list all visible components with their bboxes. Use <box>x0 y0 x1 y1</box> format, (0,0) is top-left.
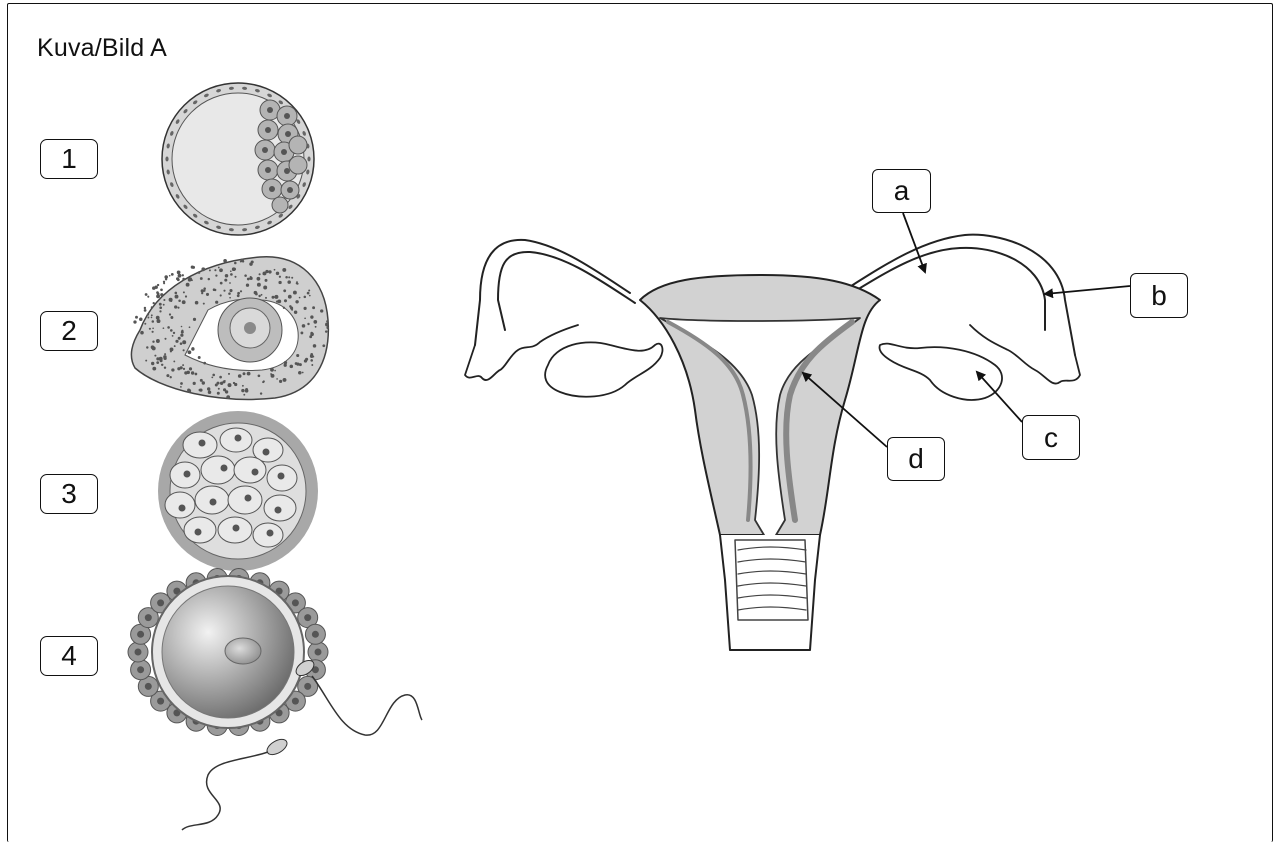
label-b: b <box>1130 273 1188 318</box>
morula-icon <box>158 411 318 571</box>
label-c: c <box>1022 415 1080 460</box>
arrow-b <box>1045 286 1130 294</box>
follicle-icon <box>131 257 329 400</box>
uterus-diagram <box>465 235 1080 650</box>
egg-and-sperm-icon <box>128 569 422 831</box>
label-a: a <box>872 169 931 213</box>
blastocyst-icon <box>162 83 314 235</box>
label-d: d <box>887 437 945 481</box>
